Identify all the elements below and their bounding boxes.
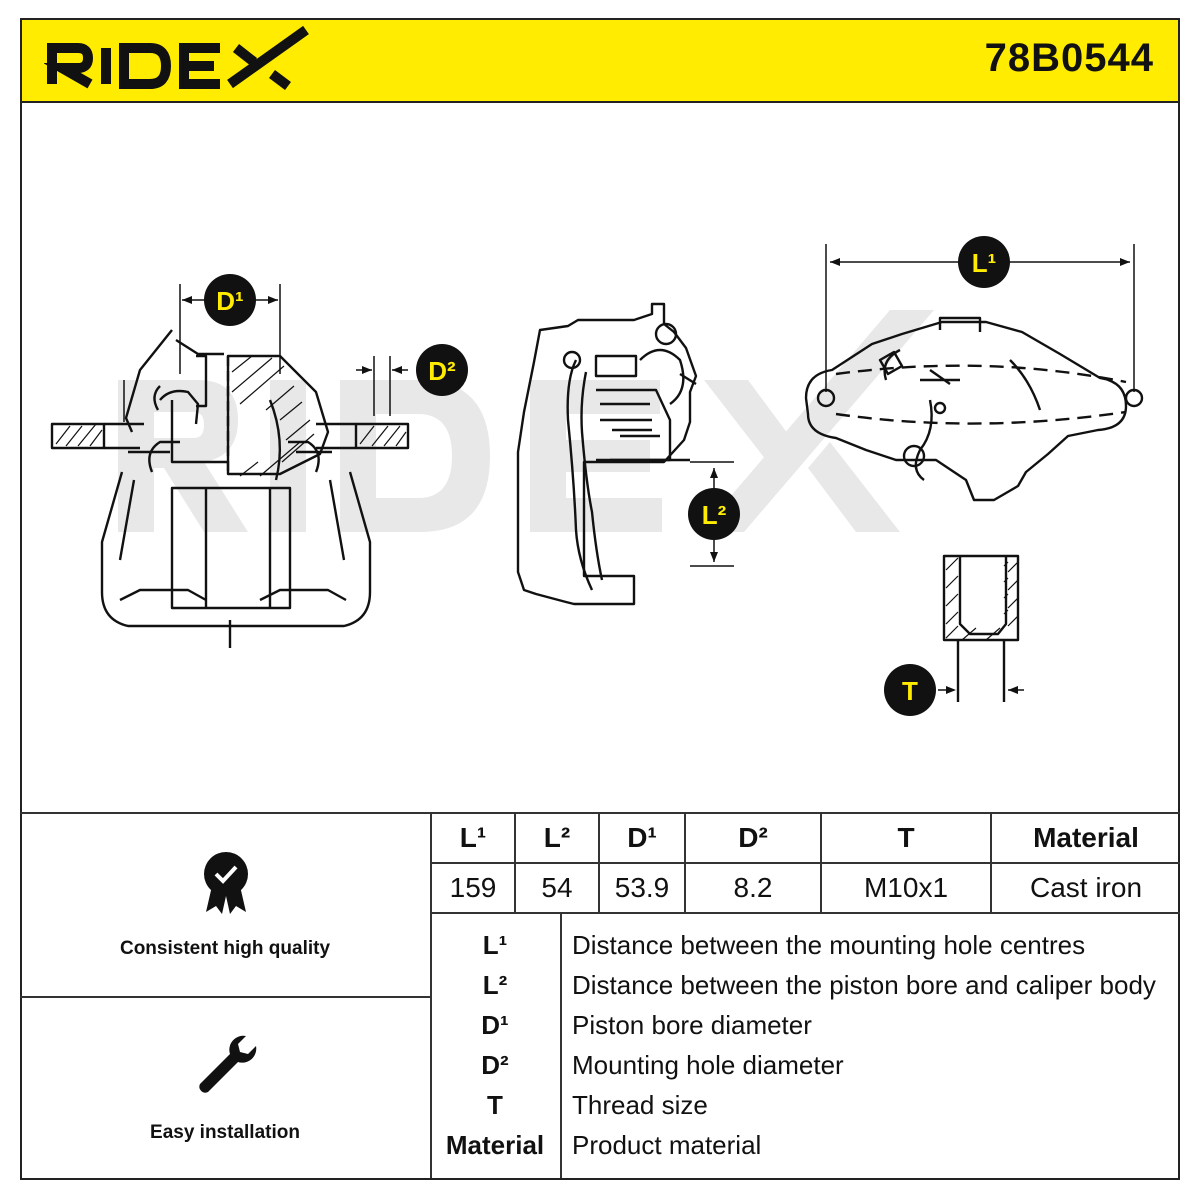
spec-value-l1: 159 xyxy=(449,872,497,903)
badge-d2: D² xyxy=(416,344,468,396)
legend-desc-d1: Piston bore diameter xyxy=(572,1010,812,1040)
spec-header-d2: D² xyxy=(738,822,768,853)
spec-sheet-frame: 78B0544 xyxy=(20,18,1180,1180)
legend-desc-t: Thread size xyxy=(572,1090,708,1120)
dimension-lines xyxy=(123,244,1135,691)
caliper-front-view xyxy=(50,329,410,648)
spec-value-d2: 8.2 xyxy=(733,872,773,903)
header-bar: 78B0544 xyxy=(22,20,1178,103)
legend-key-d2: D² xyxy=(481,1050,509,1080)
legend-key-material: Material xyxy=(445,1130,545,1160)
spec-value-t: M10x1 xyxy=(863,872,949,903)
part-number: 78B0544 xyxy=(984,36,1154,80)
thread-detail xyxy=(942,554,1020,702)
badge-d2-label: D² xyxy=(428,356,456,386)
legend-desc-l2: Distance between the piston bore and cal… xyxy=(572,970,1156,1000)
spec-col-divider xyxy=(514,812,516,912)
legend-desc-l1: Distance between the mounting hole centr… xyxy=(572,930,1086,960)
spec-col-divider xyxy=(684,812,686,912)
legend-key-d1: D¹ xyxy=(481,1010,509,1040)
quality-badge-icon xyxy=(204,852,248,914)
spec-table-header-rule xyxy=(430,862,1180,864)
bottom-top-rule xyxy=(20,812,1180,814)
caliper-top-view xyxy=(804,316,1144,502)
spec-header-l1: L¹ xyxy=(459,822,487,853)
legend-desc-d2: Mounting hole diameter xyxy=(572,1050,844,1080)
wrench-icon xyxy=(199,1035,257,1093)
features-split xyxy=(20,996,430,998)
legend-key-l1: L¹ xyxy=(482,930,508,960)
badge-l1: L¹ xyxy=(958,236,1010,288)
spec-value-d1: 53.9 xyxy=(614,872,670,903)
ridex-logo xyxy=(44,25,309,90)
badge-d1: D¹ xyxy=(204,274,256,326)
spec-header-t: T xyxy=(897,822,915,853)
spec-value-material: Cast iron xyxy=(1029,872,1143,903)
spec-header-d1: D¹ xyxy=(627,822,657,853)
feature-quality-label: Consistent high quality xyxy=(119,938,331,959)
spec-table-bottom-rule xyxy=(430,912,1180,914)
feature-installation-label: Easy installation xyxy=(150,1122,300,1143)
spec-header-material: Material xyxy=(1033,822,1139,853)
badge-t: T xyxy=(884,664,936,716)
legend-desc-material: Product material xyxy=(572,1130,762,1160)
legend-key-l2: L² xyxy=(482,970,508,1000)
spec-col-divider xyxy=(820,812,822,912)
badge-l1-label: L¹ xyxy=(972,248,997,278)
caliper-section-hatch xyxy=(55,355,407,477)
legend-key-t: T xyxy=(487,1090,503,1120)
badge-l2: L² xyxy=(688,488,740,540)
badge-d1-label: D¹ xyxy=(216,286,243,316)
spec-col-divider xyxy=(598,812,600,912)
legend-divider xyxy=(560,912,562,1178)
spec-col-divider xyxy=(990,812,992,912)
badge-l2-label: L² xyxy=(702,500,727,530)
caliper-diagram: D¹ D² L¹ L² T xyxy=(50,236,1144,716)
features-divider xyxy=(430,812,432,1178)
spec-header-l2: L² xyxy=(543,822,571,853)
badge-t-label: T xyxy=(902,676,918,706)
spec-value-l2: 54 xyxy=(541,872,573,903)
caliper-side-view xyxy=(516,302,698,606)
ridex-watermark xyxy=(118,310,934,532)
